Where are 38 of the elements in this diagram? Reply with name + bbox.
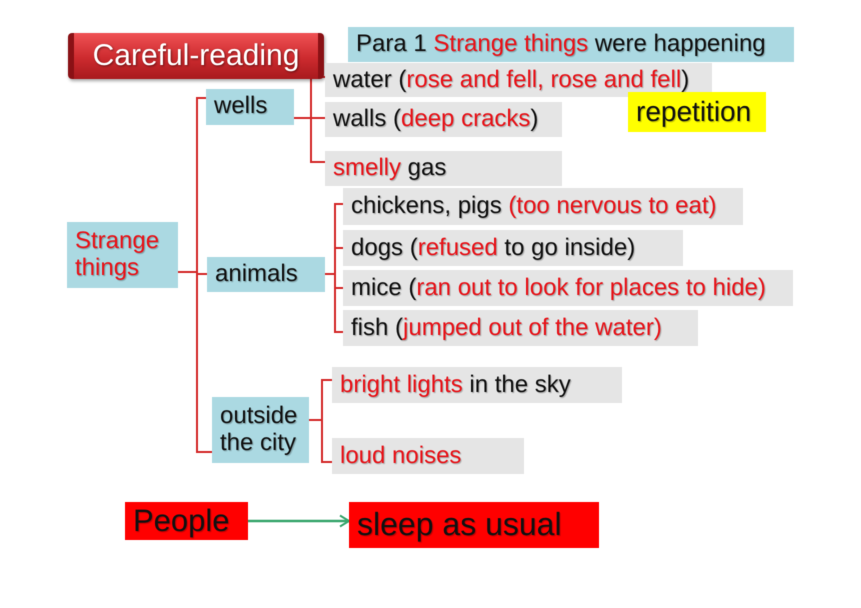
category-box xyxy=(67,222,178,288)
heading-box xyxy=(348,27,794,62)
label-text: People xyxy=(133,504,230,538)
label-text: Strange things xyxy=(75,228,160,282)
detail-box xyxy=(332,438,524,474)
detail-box xyxy=(343,230,683,266)
detail-box xyxy=(325,102,562,137)
category-box xyxy=(212,397,309,463)
label-text: animals xyxy=(215,261,298,288)
detail-box xyxy=(343,270,793,306)
label-text: fish (jumped out of the water) xyxy=(351,314,662,342)
result-box xyxy=(125,502,248,540)
note-box xyxy=(628,92,766,132)
result-box xyxy=(349,502,599,548)
label-text: water (rose and fell, rose and fell) xyxy=(333,66,690,94)
detail-box xyxy=(325,63,712,97)
bracket-line xyxy=(294,117,325,163)
label-text: sleep as usual xyxy=(357,507,562,543)
bracket-line xyxy=(178,271,212,453)
label-text: wells xyxy=(214,93,268,120)
arrow xyxy=(248,514,350,528)
label-text: loud noises xyxy=(340,442,462,470)
label-text: walls (deep cracks) xyxy=(333,106,538,133)
detail-box xyxy=(343,188,743,225)
category-box xyxy=(206,89,294,125)
label-text: repetition xyxy=(636,96,752,128)
detail-box xyxy=(325,151,562,186)
label-text: outside the city xyxy=(220,403,298,457)
label-text: smelly gas xyxy=(333,155,446,182)
detail-box xyxy=(332,367,622,403)
label-text: chickens, pigs (too nervous to eat) xyxy=(351,193,717,220)
detail-box xyxy=(343,310,698,346)
label-text: Para 1 Strange things were happening xyxy=(356,31,766,58)
label-text: bright lights in the sky xyxy=(340,372,571,398)
title-text: Careful-reading xyxy=(92,39,300,73)
category-box xyxy=(207,257,325,292)
label-text: mice (ran out to look for places to hide) xyxy=(351,274,766,302)
label-text: dogs (refused to go inside) xyxy=(351,234,636,262)
